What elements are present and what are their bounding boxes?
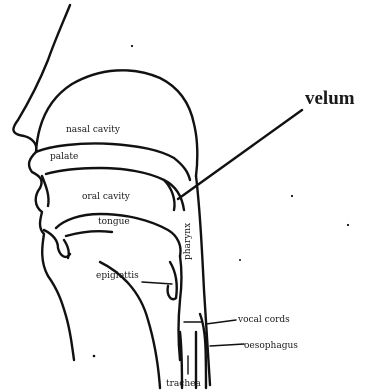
label-trachea: trachea (166, 379, 201, 389)
velum-shape (164, 180, 175, 210)
label-palate: palate (50, 152, 78, 162)
epiglottis-pointer (142, 282, 172, 284)
vocal-cords-pointer (206, 320, 236, 324)
label-oesophagus: oesophagus (244, 341, 298, 351)
label-nasal-cavity: nasal cavity (66, 125, 121, 135)
upper-lip (42, 176, 49, 206)
oral-cavity-roof (46, 168, 184, 210)
teeth (64, 240, 69, 258)
pharynx-back-wall (196, 176, 210, 385)
label-pharynx: pharynx (183, 223, 193, 260)
speck (131, 45, 133, 47)
label-epiglottis: epiglottis (96, 271, 139, 281)
speck (239, 259, 241, 261)
speck (347, 224, 349, 226)
oesophagus-pointer (210, 344, 244, 346)
epiglottis-shape (168, 262, 177, 299)
speck (291, 195, 293, 197)
label-tongue: tongue (98, 217, 130, 227)
label-vocal-cords: vocal cords (237, 315, 290, 325)
speck (93, 355, 96, 358)
label-velum: velum (305, 88, 355, 109)
label-oral-cavity: oral cavity (82, 192, 131, 202)
tongue-lower (66, 231, 112, 236)
